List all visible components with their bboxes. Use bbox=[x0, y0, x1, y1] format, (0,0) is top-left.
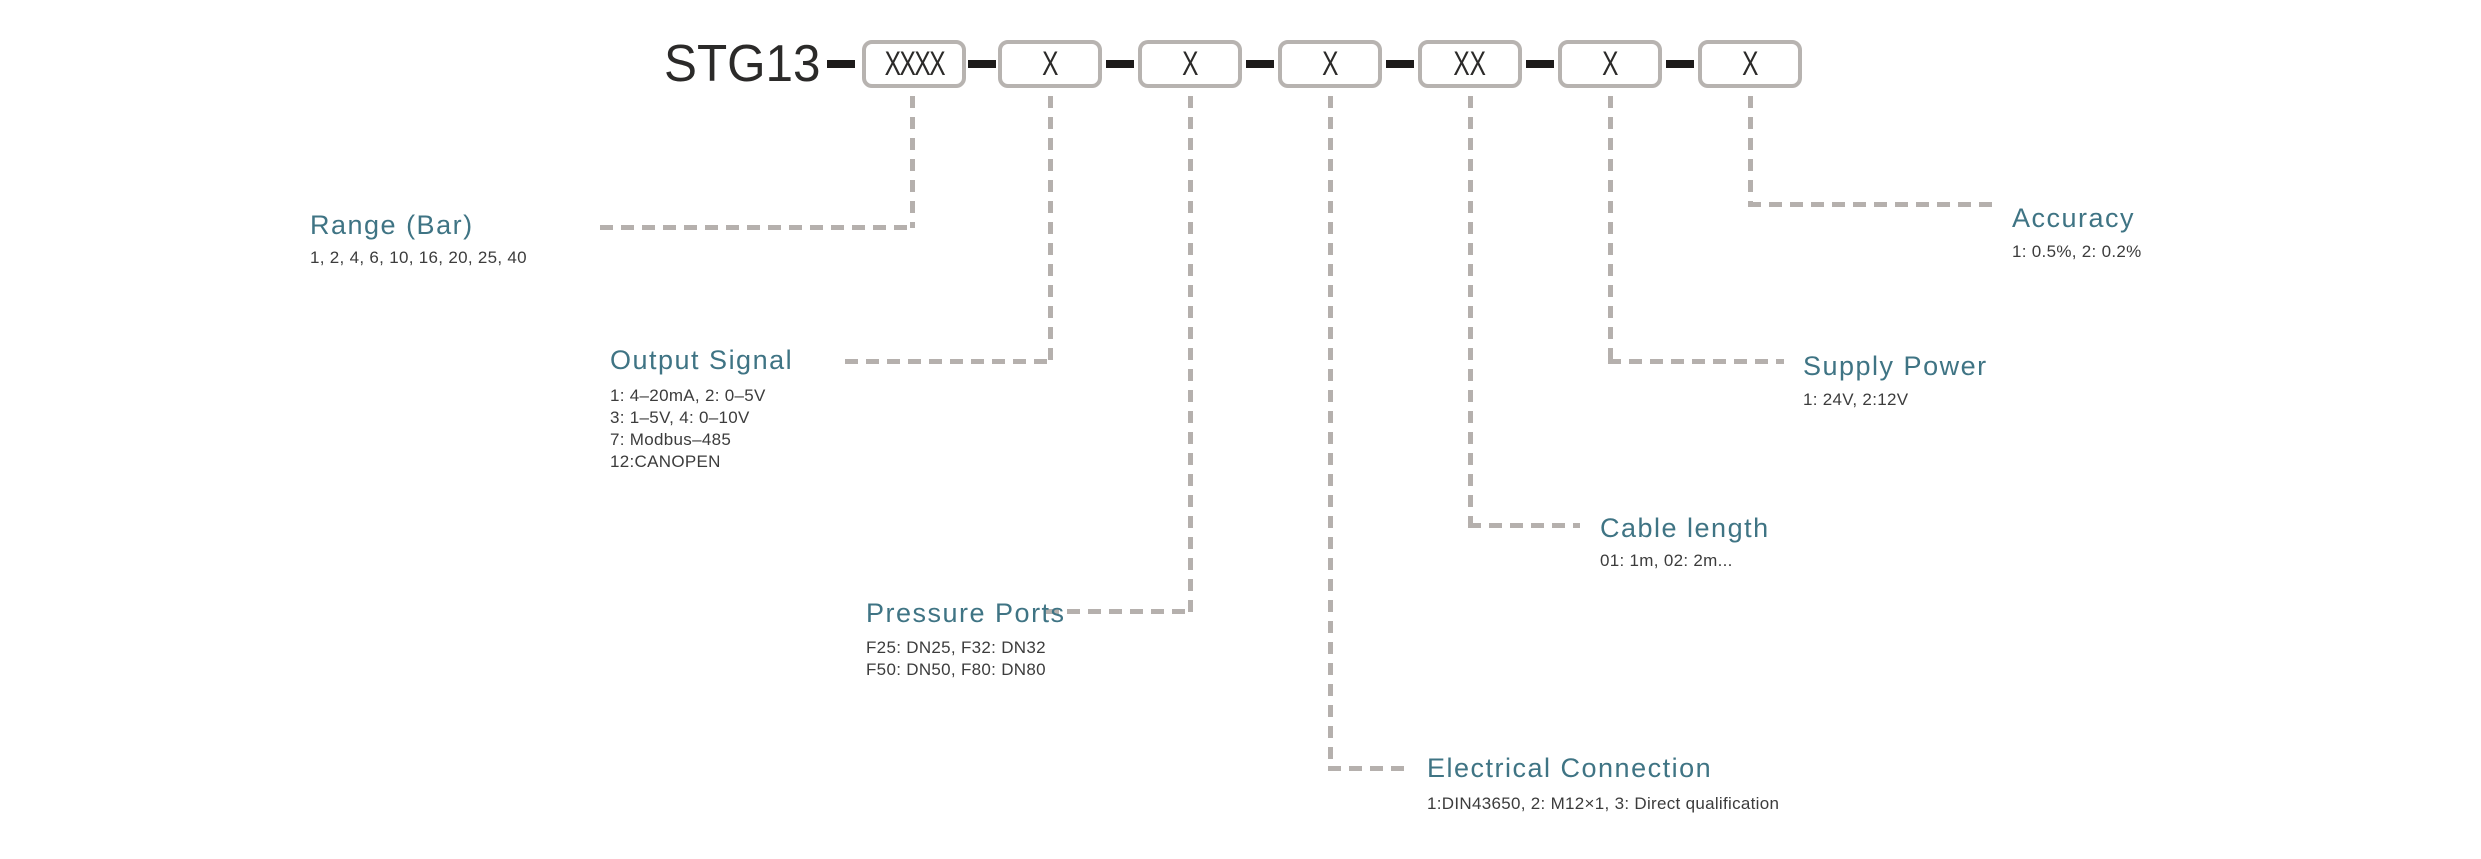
code-box-cable-length-text: XX bbox=[1453, 44, 1487, 83]
field-value-line: 1, 2, 4, 6, 10, 16, 20, 25, 40 bbox=[310, 248, 527, 267]
connector-supply-power-vertical bbox=[1608, 96, 1613, 362]
field-heading-pressure-ports: Pressure Ports bbox=[866, 598, 1066, 628]
connector-output-signal-vertical bbox=[1048, 96, 1053, 362]
field-value-line: 01: 1m, 02: 2m... bbox=[1600, 551, 1733, 570]
connector-supply-power-horizontal bbox=[1608, 359, 1784, 364]
field-values-supply-power: 1: 24V, 2:12V bbox=[1803, 389, 1908, 411]
field-values-accuracy: 1: 0.5%, 2: 0.2% bbox=[2012, 241, 2142, 263]
field-value-line: 1: 24V, 2:12V bbox=[1803, 390, 1909, 409]
separator-dash bbox=[1526, 60, 1554, 68]
field-values-range: 1, 2, 4, 6, 10, 16, 20, 25, 40 bbox=[310, 247, 527, 269]
field-heading-cable-length: Cable length bbox=[1600, 513, 1770, 543]
connector-accuracy-vertical bbox=[1748, 96, 1753, 205]
connector-electrical-connection-horizontal bbox=[1328, 766, 1410, 771]
code-box-range-text: XXXX bbox=[884, 44, 945, 83]
code-box-output-signal-text: X bbox=[1041, 44, 1059, 83]
field-values-pressure-ports: F25: DN25, F32: DN32 F50: DN50, F80: DN8… bbox=[866, 637, 1046, 681]
code-box-accuracy: X bbox=[1698, 40, 1802, 88]
field-value-line: 1: 4–20mA, 2: 0–5V bbox=[610, 386, 766, 405]
field-value-line: 1:DIN43650, 2: M12×1, 3: Direct qualific… bbox=[1427, 794, 1780, 813]
code-box-supply-power-text: X bbox=[1601, 44, 1619, 83]
separator-dash bbox=[968, 60, 996, 68]
connector-cable-length-horizontal bbox=[1468, 523, 1580, 528]
model-prefix: STG13 bbox=[664, 35, 821, 93]
field-values-output-signal: 1: 4–20mA, 2: 0–5V 3: 1–5V, 4: 0–10V 7: … bbox=[610, 385, 766, 473]
field-values-electrical-connection: 1:DIN43650, 2: M12×1, 3: Direct qualific… bbox=[1427, 793, 1779, 815]
separator-dash bbox=[1246, 60, 1274, 68]
connector-output-signal-horizontal bbox=[845, 359, 1052, 364]
code-box-supply-power: X bbox=[1558, 40, 1662, 88]
separator-dash bbox=[1106, 60, 1134, 68]
field-heading-supply-power: Supply Power bbox=[1803, 351, 1988, 381]
connector-pressure-ports-vertical bbox=[1188, 96, 1193, 612]
code-box-accuracy-text: X bbox=[1741, 44, 1759, 83]
code-box-cable-length: XX bbox=[1418, 40, 1522, 88]
field-heading-electrical-connection: Electrical Connection bbox=[1427, 753, 1713, 783]
code-box-electrical-connection-text: X bbox=[1321, 44, 1339, 83]
separator-dash bbox=[827, 60, 855, 68]
code-box-output-signal: X bbox=[998, 40, 1102, 88]
field-value-line: 7: Modbus–485 bbox=[610, 430, 732, 449]
field-values-cable-length: 01: 1m, 02: 2m... bbox=[1600, 550, 1733, 572]
code-box-range: XXXX bbox=[862, 40, 966, 88]
field-value-line: 12:CANOPEN bbox=[610, 452, 721, 471]
connector-electrical-connection-vertical bbox=[1328, 96, 1333, 769]
code-box-pressure-ports: X bbox=[1138, 40, 1242, 88]
field-value-line: 3: 1–5V, 4: 0–10V bbox=[610, 408, 750, 427]
field-value-line: 1: 0.5%, 2: 0.2% bbox=[2012, 242, 2142, 261]
field-heading-accuracy: Accuracy bbox=[2012, 203, 2136, 233]
code-box-pressure-ports-text: X bbox=[1181, 44, 1199, 83]
field-value-line: F25: DN25, F32: DN32 bbox=[866, 638, 1046, 657]
connector-range-vertical bbox=[910, 96, 915, 228]
code-box-electrical-connection: X bbox=[1278, 40, 1382, 88]
connector-accuracy-horizontal bbox=[1748, 202, 1995, 207]
separator-dash bbox=[1386, 60, 1414, 68]
separator-dash bbox=[1666, 60, 1694, 68]
connector-pressure-ports-horizontal bbox=[1046, 609, 1192, 614]
field-heading-range: Range (Bar) bbox=[310, 210, 474, 240]
field-heading-output-signal: Output Signal bbox=[610, 345, 794, 375]
field-value-line: F50: DN50, F80: DN80 bbox=[866, 660, 1046, 679]
connector-range-horizontal bbox=[600, 225, 912, 230]
connector-cable-length-vertical bbox=[1468, 96, 1473, 526]
